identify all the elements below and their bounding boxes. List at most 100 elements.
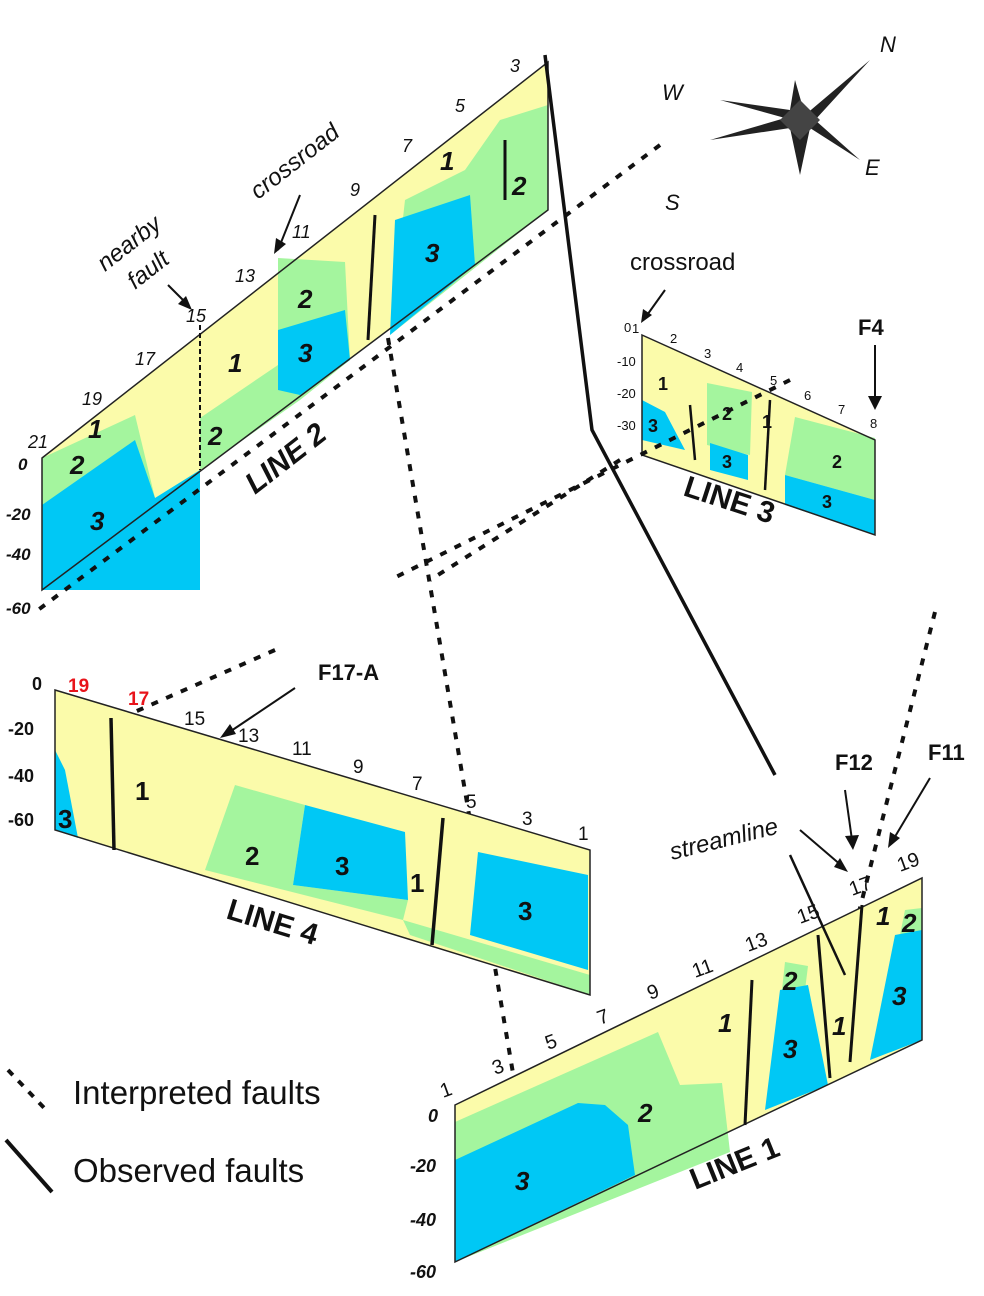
line1-streamline-label: streamline xyxy=(667,813,781,866)
line4-depth: 0 xyxy=(32,674,42,694)
line4-station: 9 xyxy=(353,757,364,778)
line1-station: 15 xyxy=(794,900,822,928)
line4-f17a-label: F17-A xyxy=(318,660,379,685)
line2-station: 5 xyxy=(455,96,466,116)
line2-crossroad-label: crossroad xyxy=(245,118,345,205)
line4-f17a-arrowhead xyxy=(220,724,236,738)
line3-unit-label: 2 xyxy=(832,452,842,472)
line4-unit3-b xyxy=(293,805,408,900)
line1-f11-label: F11 xyxy=(928,740,965,765)
line3-unit-label: 3 xyxy=(822,492,832,512)
line2-unit-label: 2 xyxy=(207,421,223,451)
legend-interpreted-label: Interpreted faults xyxy=(73,1074,321,1111)
line4-unit-label: 3 xyxy=(335,851,349,881)
line4-unit2-b xyxy=(403,920,590,995)
line1-unit2-b xyxy=(782,962,808,990)
interpreted-fault xyxy=(389,378,791,582)
line2-unit-label: 3 xyxy=(90,506,105,536)
line2-unit3-right xyxy=(390,195,475,335)
interpreted-fault xyxy=(111,648,276,724)
line2-unit-label: 3 xyxy=(298,338,313,368)
line3-station: 2 xyxy=(670,331,677,346)
line3-station: 5 xyxy=(770,373,777,388)
line2-depth: -40 xyxy=(6,545,31,564)
line1-streamline-arrow xyxy=(799,829,843,867)
line1-station: 17 xyxy=(846,872,874,900)
line2-unit-label: 2 xyxy=(69,450,85,480)
line3-crossroad-label: crossroad xyxy=(630,249,735,276)
line1-unit-label: 1 xyxy=(718,1008,732,1038)
line2-unit-label: 1 xyxy=(228,348,242,378)
line2-unit2-mid xyxy=(200,258,350,470)
line1-outline xyxy=(454,876,923,1264)
line4-unit2-a xyxy=(205,785,408,920)
regional-observed-fault xyxy=(543,54,777,776)
line1-unit-label: 1 xyxy=(832,1011,846,1041)
line1-station: 9 xyxy=(644,980,662,1004)
line3-f4-label: F4 xyxy=(858,315,884,340)
line1-unit-label: 3 xyxy=(515,1166,530,1196)
compass-star-inner xyxy=(780,100,820,140)
line1-f12-arrow xyxy=(844,789,853,841)
line3-depth: -30 xyxy=(617,418,636,433)
line2-station: 19 xyxy=(82,389,102,409)
line4-station: 11 xyxy=(292,739,312,760)
line3-unit-label: 3 xyxy=(722,452,732,472)
line3-station: 7 xyxy=(838,402,845,417)
line4-unit-label: 1 xyxy=(135,776,149,806)
interpreted-fault xyxy=(36,143,662,612)
line4-station: 13 xyxy=(238,726,259,747)
line1-f12-arrowhead xyxy=(845,835,859,850)
line1-station: 11 xyxy=(689,955,716,983)
line2-unit-label: 2 xyxy=(297,284,313,314)
line1-unit-label: 3 xyxy=(892,981,907,1011)
line1-observed-fault-3 xyxy=(848,904,864,1063)
line2-unit-label: 3 xyxy=(425,238,440,268)
line1-depth: -20 xyxy=(410,1156,436,1176)
line3-unit-label: 3 xyxy=(648,416,658,436)
line3-outline xyxy=(641,333,876,537)
compass-e: E xyxy=(865,155,880,180)
line3-depth: -20 xyxy=(617,386,636,401)
interpreted-fault xyxy=(386,337,517,1086)
line2-unit-label: 2 xyxy=(511,171,527,201)
interpreted-fault xyxy=(428,458,622,582)
legend-observed-symbol xyxy=(4,1138,54,1194)
line3-station: 1 xyxy=(632,321,639,336)
line4-station: 3 xyxy=(522,809,533,830)
line2-unit-label: 1 xyxy=(440,146,454,176)
line3-station: 8 xyxy=(870,416,877,431)
line1-depth: 0 xyxy=(428,1106,438,1126)
line3-unit-label: 2 xyxy=(722,404,732,424)
line4-station-highlight: 19 xyxy=(68,676,89,697)
line1-f11-arrowhead xyxy=(888,832,900,848)
line2-depth: 0 xyxy=(18,455,28,474)
line2-station: 9 xyxy=(350,180,360,200)
line2-crossroad-arrowhead xyxy=(274,238,286,254)
line4-unit-label: 2 xyxy=(245,841,259,871)
line2-station: 17 xyxy=(135,349,156,369)
line1-unit3-b xyxy=(765,985,828,1110)
line1-streamline-arrowhead xyxy=(834,858,848,872)
line1-station: 13 xyxy=(742,928,770,956)
line1-unit-label: 3 xyxy=(783,1034,798,1064)
line3-unit3-b xyxy=(710,443,748,480)
legend-interpreted-symbol xyxy=(6,1068,50,1114)
line1-unit-label: 2 xyxy=(901,908,917,938)
line4-station: 15 xyxy=(184,709,205,730)
line4-outline xyxy=(54,688,591,997)
line3-f4-arrowhead xyxy=(868,396,882,410)
line4-station: 1 xyxy=(578,824,589,845)
line2-unit3-mid xyxy=(278,310,350,395)
line1-unit-label: 2 xyxy=(782,966,798,996)
line4-unit-label: 3 xyxy=(58,804,72,834)
line4-unit3-a xyxy=(55,750,78,838)
line4-section: LINE 4 19 17 15 13 11 9 7 5 3 1 0 -20 -4… xyxy=(8,660,591,997)
line1-observed-fault xyxy=(743,979,754,1126)
line2-observed-fault xyxy=(366,214,377,341)
line3-station: 3 xyxy=(704,346,711,361)
line1-unit-label: 2 xyxy=(637,1098,653,1128)
line4-station: 5 xyxy=(466,792,477,813)
line1-station: 7 xyxy=(594,1005,612,1029)
